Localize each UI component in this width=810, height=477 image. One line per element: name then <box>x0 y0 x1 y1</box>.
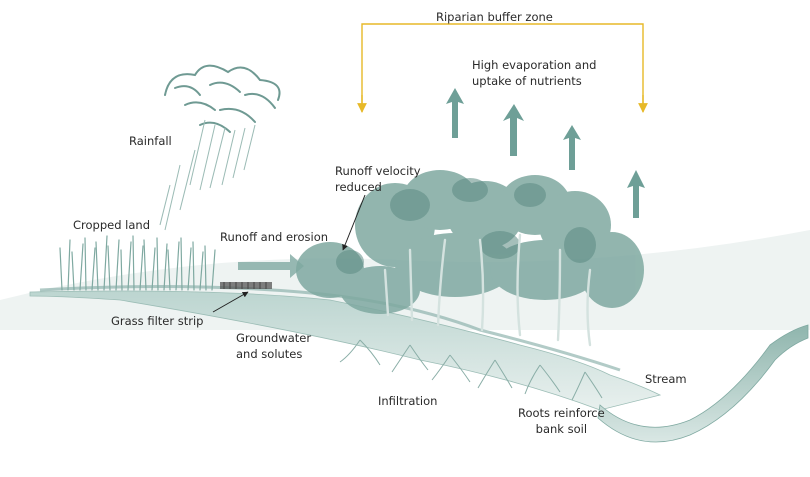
rainfall-label: Rainfall <box>129 133 172 149</box>
rain-cloud <box>165 66 280 132</box>
stream-label: Stream <box>645 371 687 387</box>
groundwater-label-line2: and solutes <box>236 346 311 362</box>
evaporation-label-line1: High evaporation and <box>472 57 596 73</box>
runoff-erosion-label: Runoff and erosion <box>220 229 328 245</box>
rain-streaks <box>160 120 255 230</box>
roots-label-line2: bank soil <box>518 421 605 437</box>
groundwater-label: Groundwater and solutes <box>236 330 311 362</box>
runoff-velocity-label: Runoff velocity reduced <box>335 163 421 195</box>
evaporation-arrow <box>627 170 645 218</box>
riparian-zone-label: Riparian buffer zone <box>436 9 553 25</box>
roots-label-line1: Roots reinforce <box>518 405 605 421</box>
grass-filter-strip <box>220 282 272 289</box>
evaporation-label-line2: uptake of nutrients <box>472 73 596 89</box>
evaporation-arrow <box>563 125 581 170</box>
grass-filter-label: Grass filter strip <box>111 313 203 329</box>
runoff-velocity-label-line1: Runoff velocity <box>335 163 421 179</box>
evaporation-arrow <box>446 88 464 138</box>
runoff-velocity-label-line2: reduced <box>335 179 421 195</box>
evaporation-label: High evaporation and uptake of nutrients <box>472 57 596 89</box>
evaporation-arrow <box>503 104 524 156</box>
groundwater-label-line1: Groundwater <box>236 330 311 346</box>
infiltration-label: Infiltration <box>378 393 437 409</box>
roots-label: Roots reinforce bank soil <box>518 405 605 437</box>
cropped-land-label: Cropped land <box>73 217 150 233</box>
